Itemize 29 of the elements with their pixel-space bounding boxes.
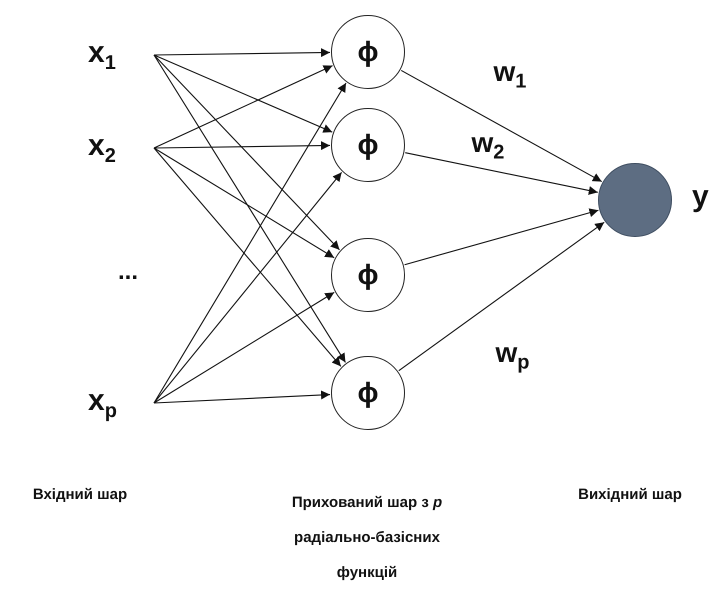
arrow: [154, 148, 334, 258]
arrow: [154, 292, 334, 404]
ellipsis: ...: [116, 262, 139, 282]
arrow: [154, 65, 333, 148]
layer-label: Вхідний шар: [32, 485, 128, 505]
arrow: [154, 54, 346, 363]
arrow: [154, 390, 330, 404]
hidden-neuron-circle: [331, 356, 405, 430]
output-label: y: [692, 182, 709, 212]
phi-symbol: ϕ: [358, 261, 378, 289]
arrow: [400, 70, 602, 182]
arrow: [154, 82, 346, 404]
arrow: [404, 208, 599, 266]
arrow: [154, 172, 342, 404]
arrow: [154, 48, 330, 58]
layer-label: Прихований шар з p радіально-базісних функцій: [290, 493, 444, 583]
phi-symbol: ϕ: [358, 131, 378, 159]
arrow: [154, 141, 330, 150]
arrow: [154, 54, 340, 250]
layer-label: Вихідний шар: [577, 485, 683, 505]
input-label: x$_{1}$: [88, 38, 116, 72]
input-label: x$_{p}$: [88, 386, 117, 420]
arrow: [405, 152, 598, 195]
phi-symbol: ϕ: [358, 379, 378, 407]
arrow: [398, 222, 605, 372]
phi-symbol: ϕ: [358, 38, 378, 66]
arrow: [154, 54, 332, 133]
arrow: [154, 148, 342, 367]
input-label: x$_{2}$: [88, 130, 116, 166]
